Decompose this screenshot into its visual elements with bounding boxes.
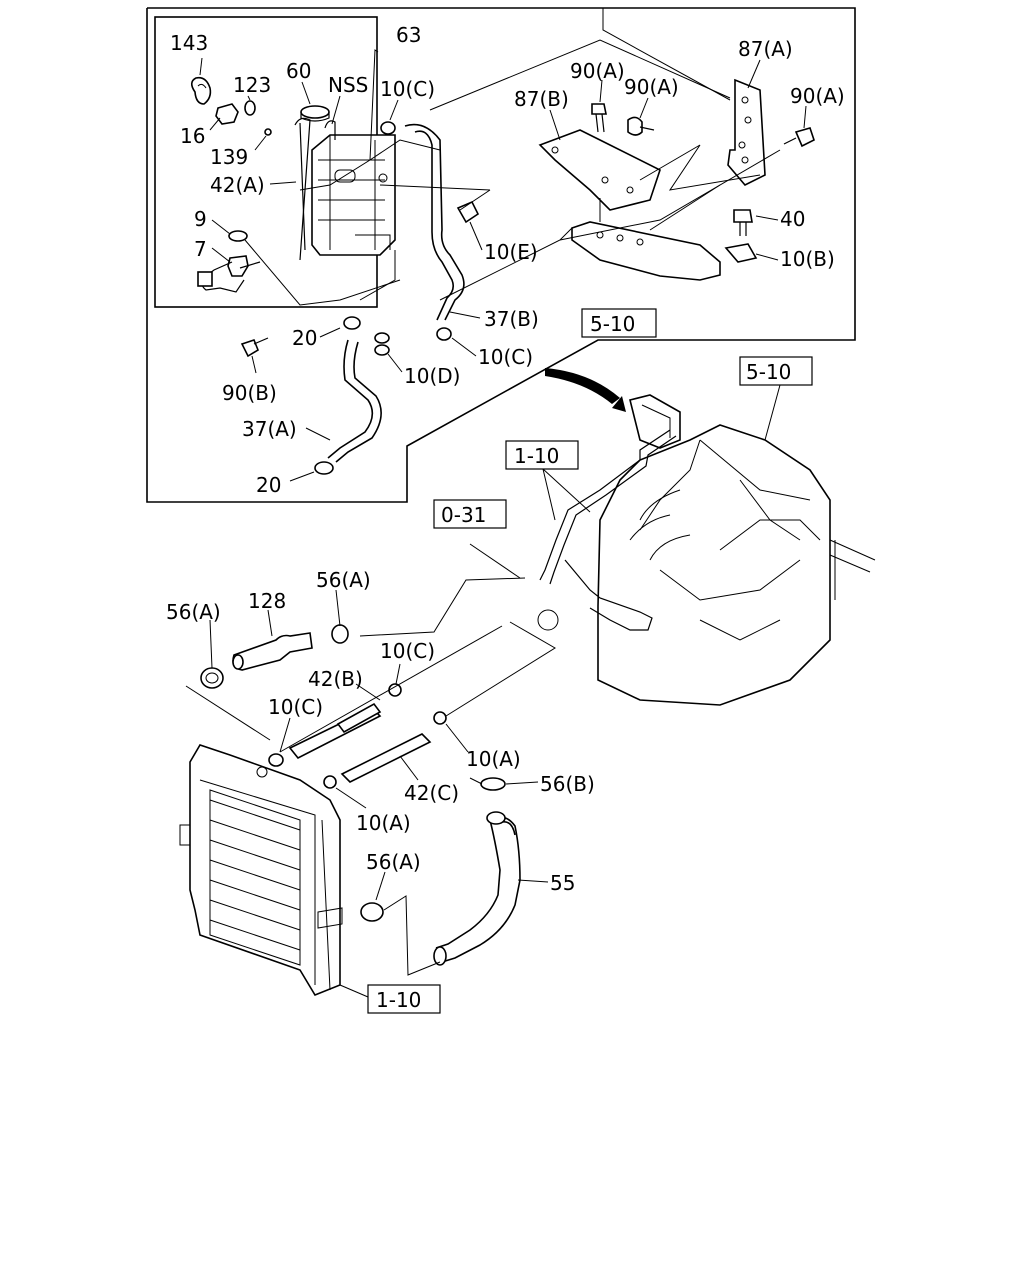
pipe-42c <box>340 733 432 783</box>
leader-lines <box>185 8 807 998</box>
bolts-90a <box>591 103 815 148</box>
callout-20-top: 20 <box>292 326 317 350</box>
clamp-10a-2 <box>323 775 337 789</box>
callout-60: 60 <box>286 59 311 83</box>
engine-reserve-bracket <box>629 394 681 449</box>
callout-20-bottom: 20 <box>256 473 281 497</box>
callout-37b: 37(B) <box>484 307 539 331</box>
hose-128 <box>232 632 313 671</box>
clamp-56a-left <box>200 667 224 689</box>
callout-56a-2: 56(A) <box>316 568 371 592</box>
engine <box>537 424 876 706</box>
callout-139: 139 <box>210 145 248 169</box>
reserve-tank-cap <box>300 105 330 122</box>
clamp-20-top <box>343 316 361 330</box>
callout-10a-2: 10(A) <box>356 811 411 835</box>
callout-123: 123 <box>233 73 271 97</box>
callout-10c-low1: 10(C) <box>380 639 435 663</box>
ref-5-10-engine: 5-10 <box>746 360 791 384</box>
direction-arrow <box>545 368 626 412</box>
pipe-42b <box>288 702 382 760</box>
callout-16: 16 <box>180 124 205 148</box>
callout-9: 9 <box>194 207 207 231</box>
bracket-87b <box>538 129 661 211</box>
small-parts-upper-left <box>190 76 272 136</box>
callout-56a-3: 56(A) <box>366 850 421 874</box>
callout-10e: 10(E) <box>484 240 538 264</box>
clamp-10d <box>374 332 390 356</box>
callout-42c: 42(C) <box>404 781 459 805</box>
ref-5-10-inset: 5-10 <box>590 312 635 336</box>
reserve-tank <box>294 117 396 261</box>
callout-37a: 37(A) <box>242 417 297 441</box>
bolt-40 <box>733 209 753 236</box>
clamp-10c-low1 <box>388 683 402 697</box>
clamp-10c-low2 <box>268 753 284 767</box>
clip-10e <box>456 200 480 224</box>
coolant-pipes <box>539 429 677 631</box>
ref-0-31: 0-31 <box>441 503 486 527</box>
callout-7: 7 <box>194 237 207 261</box>
callout-90a-2: 90(A) <box>624 75 679 99</box>
callout-143: 143 <box>170 31 208 55</box>
clamp-56b <box>469 777 506 791</box>
callout-nss: NSS <box>328 73 368 97</box>
callout-55: 55 <box>550 871 575 895</box>
frame-rail-inset <box>571 221 721 281</box>
callout-42b: 42(B) <box>308 667 363 691</box>
ref-1-10-lower: 1-10 <box>376 988 421 1012</box>
callout-63: 63 <box>396 23 421 47</box>
clamp-10a-1 <box>433 711 447 725</box>
bolt-90b <box>240 337 269 358</box>
callout-56a-1: 56(A) <box>166 600 221 624</box>
clamp-10c-top <box>380 121 396 135</box>
callout-87a: 87(A) <box>738 37 793 61</box>
reference-boxes: 5-10 5-10 1-10 0-31 1-10 <box>367 308 813 1014</box>
hose-37b <box>404 123 465 321</box>
clamp-20-bottom <box>314 461 334 475</box>
callout-labels: 143 123 60 NSS 63 16 139 42(A) 9 7 10(C)… <box>166 23 845 895</box>
clip-10b <box>724 243 758 263</box>
callout-10c-mid: 10(C) <box>478 345 533 369</box>
callout-90a-1: 90(A) <box>570 59 625 83</box>
level-sensor <box>197 230 261 293</box>
callout-56b: 56(B) <box>540 772 595 796</box>
radiator <box>179 744 343 996</box>
hose-55 <box>433 811 521 966</box>
hose-37a <box>327 339 382 463</box>
callout-10c-low2: 10(C) <box>268 695 323 719</box>
callout-90a-3: 90(A) <box>790 84 845 108</box>
callout-128: 128 <box>248 589 286 613</box>
callout-10b: 10(B) <box>780 247 835 271</box>
callout-10a-1: 10(A) <box>466 747 521 771</box>
callout-42a: 42(A) <box>210 173 265 197</box>
callout-90b: 90(B) <box>222 381 277 405</box>
ref-1-10-upper: 1-10 <box>514 444 559 468</box>
callout-10c-top: 10(C) <box>380 77 435 101</box>
callout-40: 40 <box>780 207 805 231</box>
clamp-56a-upper <box>331 624 349 644</box>
callout-87b: 87(B) <box>514 87 569 111</box>
clamp-10c-mid <box>436 327 452 341</box>
clamp-56a-lower <box>360 902 384 922</box>
callout-10d: 10(D) <box>404 364 460 388</box>
